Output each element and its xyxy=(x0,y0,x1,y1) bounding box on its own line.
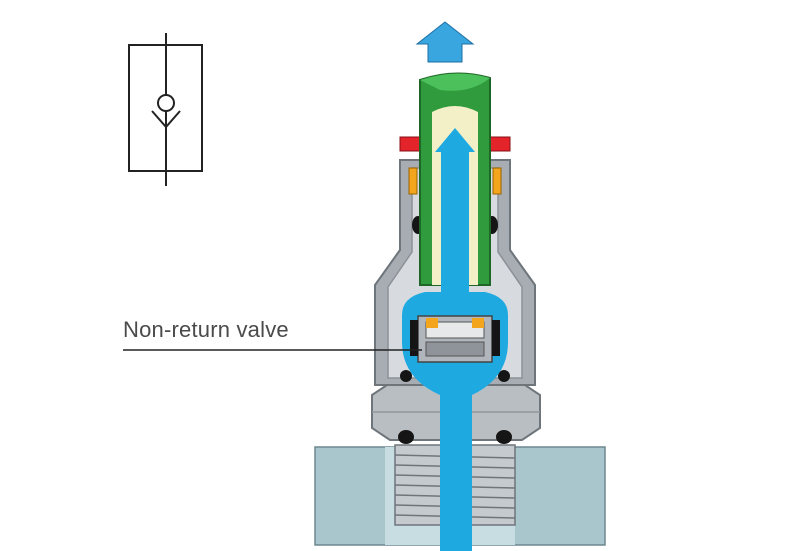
non-return-valve-label: Non-return valve xyxy=(123,317,289,342)
grip-teeth xyxy=(408,167,502,195)
check-valve-poppet xyxy=(410,315,500,363)
collet xyxy=(399,136,511,152)
check-valve-symbol-icon xyxy=(128,33,203,186)
flow-arrow-up-icon xyxy=(415,21,475,63)
